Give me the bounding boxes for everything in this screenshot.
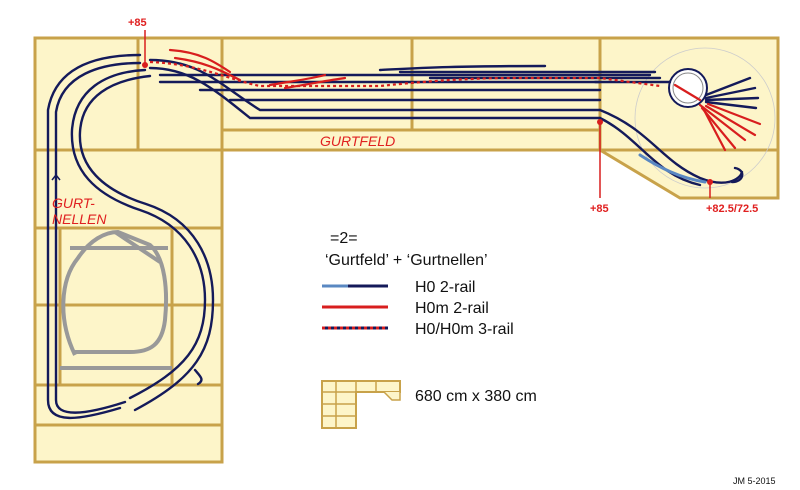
station-label-gurtnellen-line2: NELLEN [52,211,107,227]
elevation-markers: +85 +85 +82.5/72.5 [128,17,758,215]
baseboard [33,36,780,464]
legend-subtitle: ‘Gurtfeld’ + ‘Gurtnellen’ [325,252,488,269]
station-label-gurtnellen: GURT- NELLEN [51,173,107,227]
legend-item-label: H0/H0m 3-rail [415,321,514,338]
legend-item-label: H0m 2-rail [415,300,489,317]
legend-item-label: H0 2-rail [415,279,475,296]
station-label-gurtnellen-line1: GURT- [52,195,95,211]
legend-size-label: 680 cm x 380 cm [415,388,537,405]
legend-title: =2= [330,230,358,247]
arrow-up-icon [51,173,61,188]
h0-station-tracks [148,58,760,187]
elevation-label-left: +85 [128,17,147,29]
three-rail-tracks [149,60,661,88]
legend: =2= ‘Gurtfeld’ + ‘Gurtnellen’ H0 2-rail … [321,230,537,429]
station-label-gurtfeld: GURTFELD [320,133,395,149]
elevation-label-right: +82.5/72.5 [706,203,758,215]
legend-size-thumbnail [321,380,401,429]
legend-item-three-rail: H0/H0m 3-rail [322,321,514,338]
hidden-staging [60,229,172,370]
elevation-label-middle: +85 [590,203,609,215]
legend-item-h0m: H0m 2-rail [322,300,489,317]
h0-loop-tracks [46,53,215,420]
legend-item-h0: H0 2-rail [322,279,475,296]
credit-label: JM 5-2015 [733,476,776,486]
